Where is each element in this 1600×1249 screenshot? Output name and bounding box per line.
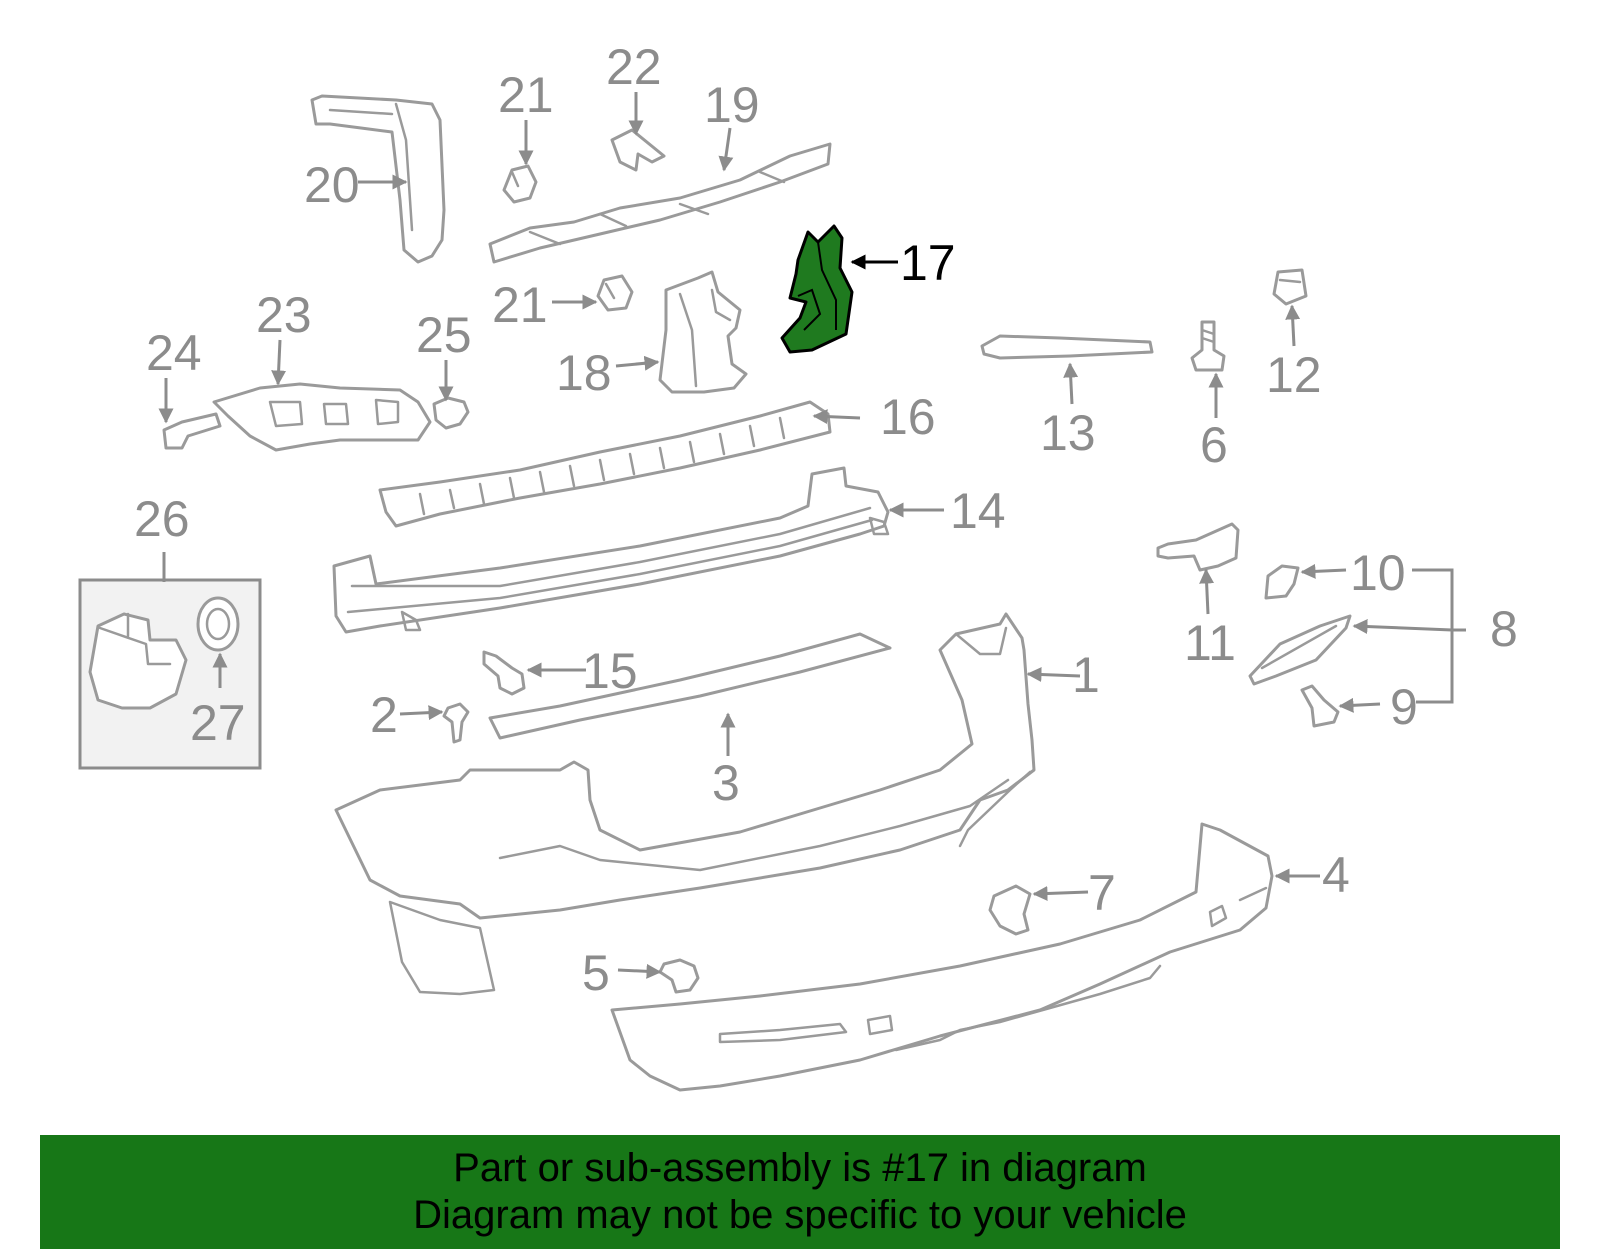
notice-banner: Part or sub-assembly is #17 in diagram D… — [40, 1135, 1560, 1249]
callout-23: 23 — [256, 287, 312, 343]
part-21-nut-upper — [502, 164, 538, 204]
callout-20: 20 — [304, 157, 360, 213]
callout-5: 5 — [582, 945, 610, 1001]
part-12-clip — [1272, 268, 1308, 306]
callout-16: 16 — [880, 389, 936, 445]
part-14-reinforcement-beam — [332, 466, 890, 634]
part-7-bracket — [988, 884, 1032, 936]
callout-17: 17 — [900, 235, 956, 291]
callout-2: 2 — [370, 687, 398, 743]
part-9-bolt — [1300, 684, 1340, 728]
part-21-nut-lower — [596, 274, 634, 312]
part-23-bracket — [212, 382, 432, 452]
callout-26: 26 — [134, 491, 190, 547]
part-20-bracket — [310, 94, 446, 264]
part-11-bracket — [1156, 522, 1240, 572]
callout-8: 8 — [1490, 601, 1518, 657]
part-6-bolt — [1190, 320, 1226, 372]
part-3-trim-strip — [488, 632, 892, 740]
part-2-clip — [442, 702, 470, 744]
part-25-pin — [432, 396, 470, 430]
part-10-clip — [1264, 564, 1300, 600]
callout-27: 27 — [190, 695, 246, 751]
part-19-trim-strip — [488, 142, 832, 264]
callout-14: 14 — [950, 483, 1006, 539]
callout-7: 7 — [1088, 865, 1116, 921]
callout-19: 19 — [704, 77, 760, 133]
callout-13: 13 — [1040, 405, 1096, 461]
callout-22: 22 — [606, 39, 662, 95]
leader-arrows — [158, 92, 1466, 979]
callout-21-upper: 21 — [498, 67, 554, 123]
callout-15: 15 — [582, 643, 638, 699]
part-1-bumper-cover — [334, 612, 1036, 996]
part-24-bolt — [162, 412, 222, 450]
callout-24: 24 — [146, 325, 202, 381]
part-18-bracket — [658, 270, 748, 394]
callout-25: 25 — [416, 307, 472, 363]
callout-1: 1 — [1072, 647, 1100, 703]
callout-3: 3 — [712, 755, 740, 811]
callout-18: 18 — [556, 345, 612, 401]
part-17-highlighted-bracket — [780, 224, 854, 354]
callout-numbers: 1 2 3 4 5 6 7 8 9 10 11 12 13 14 15 16 1… — [134, 39, 1518, 1001]
banner-line-1: Part or sub-assembly is #17 in diagram — [453, 1146, 1147, 1190]
part-8-reflector — [1248, 614, 1352, 686]
part-16-energy-absorber — [378, 400, 832, 528]
callout-10: 10 — [1350, 545, 1406, 601]
part-15-bolt — [482, 650, 526, 696]
part-4-lower-valance — [610, 822, 1274, 1092]
callout-6: 6 — [1200, 417, 1228, 473]
part-5-bolt — [658, 958, 700, 994]
callout-9: 9 — [1390, 679, 1418, 735]
part-13-strip — [980, 334, 1154, 360]
banner-line-2: Diagram may not be specific to your vehi… — [413, 1193, 1187, 1237]
part-22-clip — [610, 128, 666, 172]
part-27-grommet — [196, 596, 240, 652]
callout-11: 11 — [1184, 615, 1236, 671]
callout-21-lower: 21 — [492, 277, 548, 333]
callout-12: 12 — [1266, 347, 1322, 403]
callout-4: 4 — [1322, 847, 1350, 903]
